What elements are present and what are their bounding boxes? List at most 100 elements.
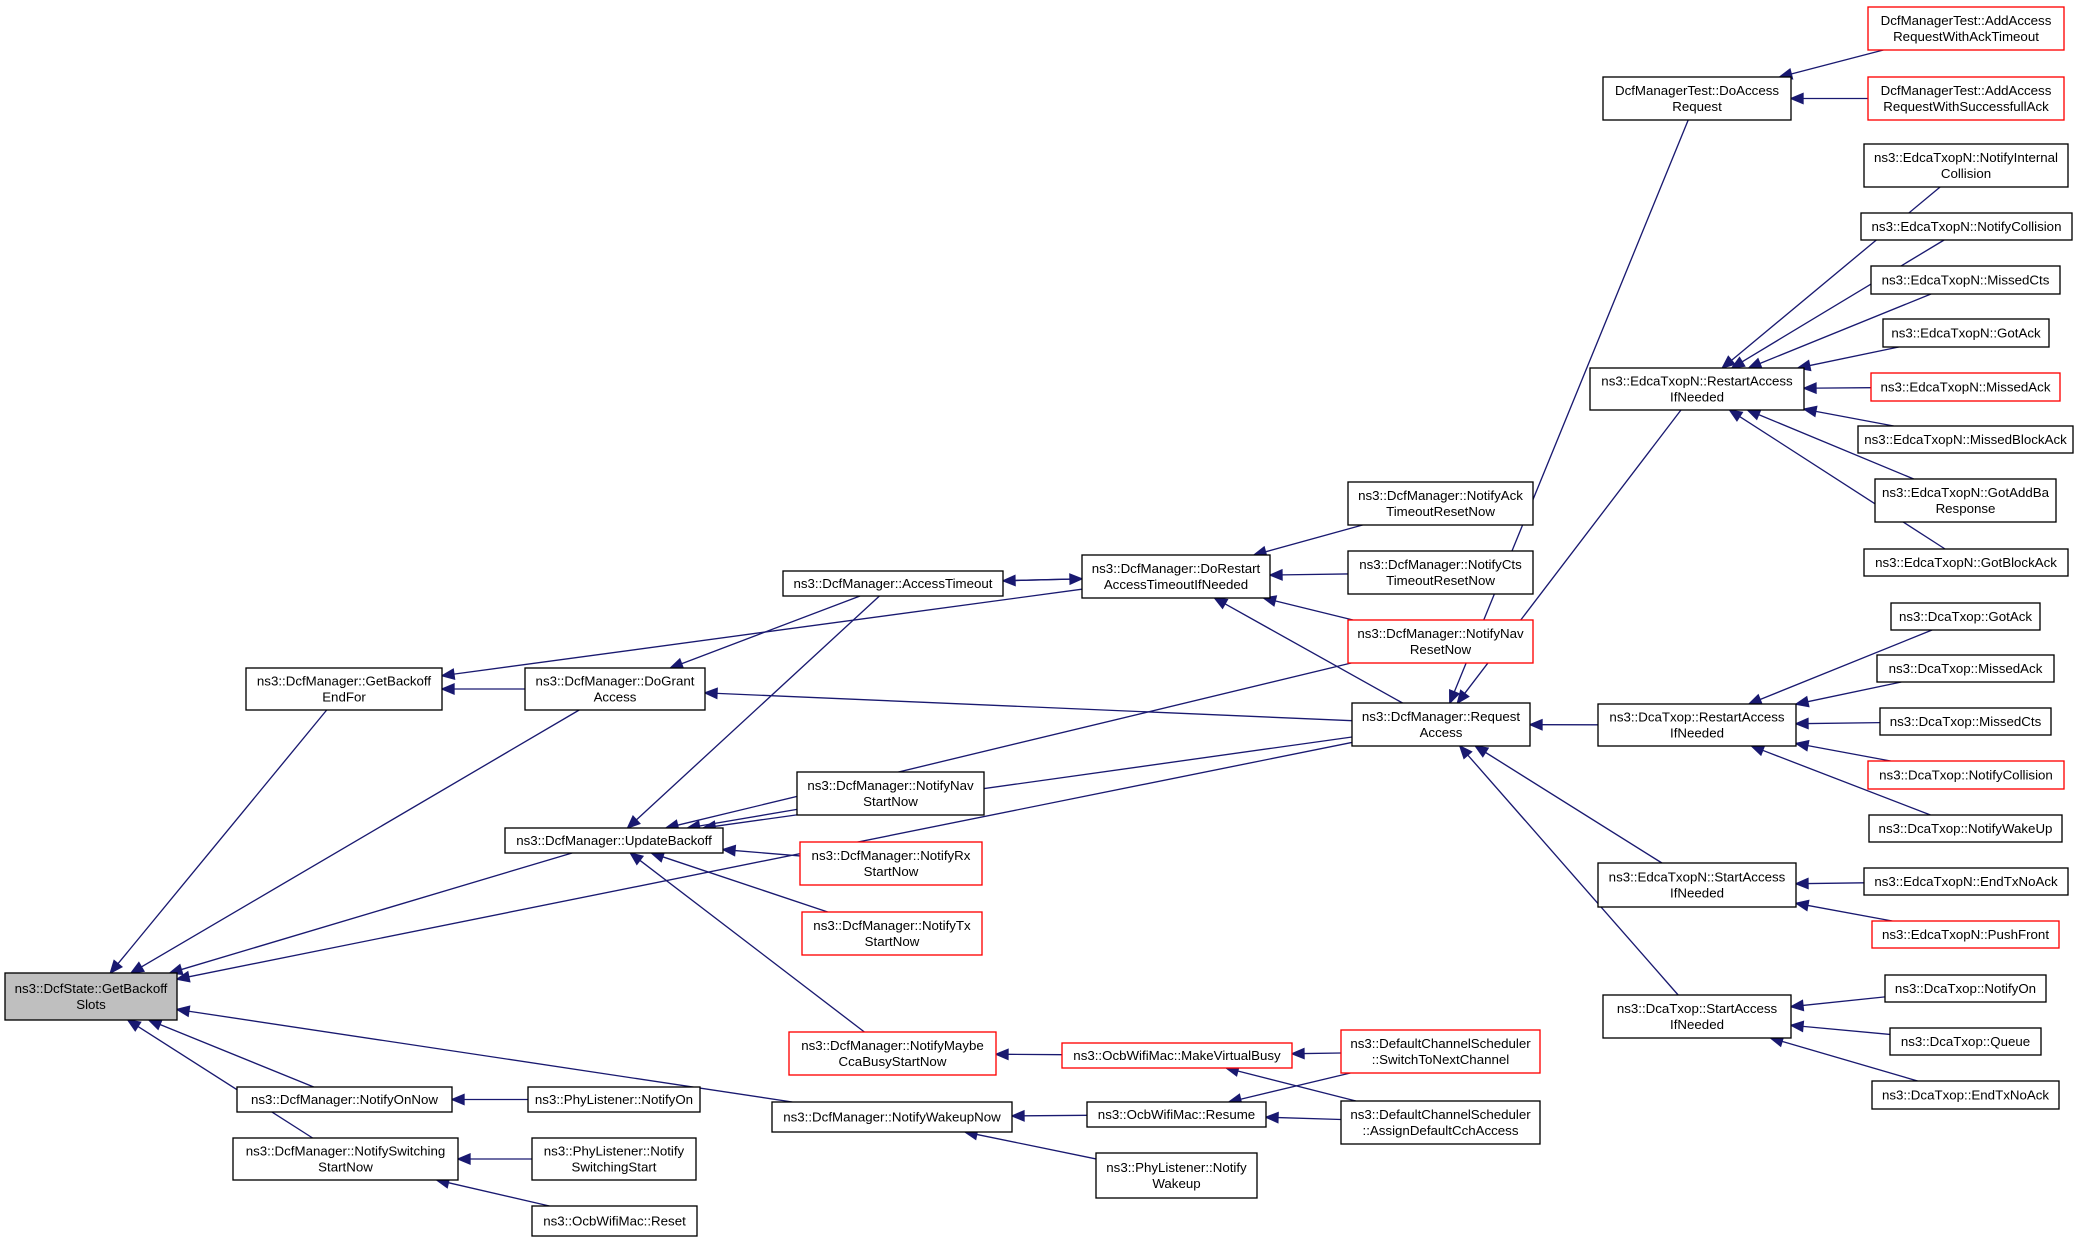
node-edca-missed-block-ack[interactable]: ns3::EdcaTxopN::MissedBlockAck [1857, 425, 2074, 454]
node-test-add-ack-timeout[interactable]: DcfManagerTest::AddAccessRequestWithAckT… [1867, 6, 2065, 51]
node-update-backoff[interactable]: ns3::DcfManager::UpdateBackoff [504, 827, 724, 854]
node-box[interactable] [1871, 1080, 2060, 1110]
node-box[interactable] [1340, 1100, 1541, 1145]
node-box[interactable] [527, 1086, 701, 1113]
node-box[interactable] [1597, 862, 1797, 908]
node-edca-missed-ack[interactable]: ns3::EdcaTxopN::MissedAck [1870, 372, 2061, 402]
node-edca-push-front[interactable]: ns3::EdcaTxopN::PushFront [1871, 920, 2060, 949]
node-notify-ack-timeout-reset[interactable]: ns3::DcfManager::NotifyAckTimeoutResetNo… [1347, 481, 1534, 526]
node-dca-end-tx-no-ack[interactable]: ns3::DcaTxop::EndTxNoAck [1871, 1080, 2060, 1110]
node-access-timeout[interactable]: ns3::DcfManager::AccessTimeout [782, 570, 1004, 597]
node-box[interactable] [788, 1031, 997, 1076]
node-ocb-reset[interactable]: ns3::OcbWifiMac::Reset [531, 1205, 698, 1237]
node-box[interactable] [1081, 554, 1271, 599]
node-box[interactable] [531, 1137, 697, 1181]
node-dca-queue[interactable]: ns3::DcaTxop::Queue [1889, 1027, 2042, 1056]
node-box[interactable] [524, 667, 706, 711]
node-box[interactable] [236, 1086, 453, 1113]
node-dca-missed-cts[interactable]: ns3::DcaTxop::MissedCts [1879, 707, 2052, 736]
node-box[interactable] [1882, 318, 2050, 348]
node-box[interactable] [1863, 143, 2069, 188]
node-switch-to-next-channel[interactable]: ns3::DefaultChannelScheduler::SwitchToNe… [1340, 1029, 1541, 1074]
node-box[interactable] [1086, 1101, 1267, 1128]
node-notify-maybe-cca-busy[interactable]: ns3::DcfManager::NotifyMaybeCcaBusyStart… [788, 1031, 997, 1076]
node-dca-missed-ack[interactable]: ns3::DcaTxop::MissedAck [1876, 654, 2055, 683]
node-dca-notify-wake-up[interactable]: ns3::DcaTxop::NotifyWakeUp [1868, 814, 2063, 843]
node-box[interactable] [1867, 760, 2065, 790]
node-box[interactable] [1879, 707, 2052, 736]
node-box[interactable] [1867, 76, 2065, 121]
node-edca-end-tx-no-ack[interactable]: ns3::EdcaTxopN::EndTxNoAck [1863, 867, 2069, 896]
node-notify-wakeup-now[interactable]: ns3::DcfManager::NotifyWakeupNow [771, 1101, 1013, 1133]
node-box[interactable] [531, 1205, 698, 1237]
node-box[interactable] [1868, 814, 2063, 843]
node-box[interactable] [1857, 425, 2074, 454]
node-notify-cts-timeout-reset[interactable]: ns3::DcfManager::NotifyCtsTimeoutResetNo… [1347, 550, 1534, 595]
node-box[interactable] [1347, 550, 1534, 595]
node-test-add-successfull-ack[interactable]: DcfManagerTest::AddAccessRequestWithSucc… [1867, 76, 2065, 121]
node-box[interactable] [1340, 1029, 1541, 1074]
node-notify-on-now[interactable]: ns3::DcfManager::NotifyOnNow [236, 1086, 453, 1113]
node-phy-notify-on[interactable]: ns3::PhyListener::NotifyOn [527, 1086, 701, 1113]
node-box[interactable] [1884, 974, 2047, 1003]
node-box[interactable] [1597, 703, 1797, 747]
node-box[interactable] [1602, 994, 1792, 1039]
node-dca-notify-collision[interactable]: ns3::DcaTxop::NotifyCollision [1867, 760, 2065, 790]
node-box[interactable] [1889, 1027, 2042, 1056]
node-phy-notify-wakeup[interactable]: ns3::PhyListener::NotifyWakeup [1095, 1152, 1258, 1199]
node-box[interactable] [232, 1137, 459, 1181]
node-box[interactable] [1863, 867, 2069, 896]
node-edca-got-ack[interactable]: ns3::EdcaTxopN::GotAck [1882, 318, 2050, 348]
node-box[interactable] [1870, 265, 2061, 295]
node-box[interactable] [1347, 619, 1534, 664]
node-box[interactable] [1860, 212, 2073, 241]
node-box[interactable] [1095, 1152, 1258, 1199]
node-dca-notify-on[interactable]: ns3::DcaTxop::NotifyOn [1884, 974, 2047, 1003]
node-ocb-resume[interactable]: ns3::OcbWifiMac::Resume [1086, 1101, 1267, 1128]
node-box[interactable] [245, 667, 443, 711]
node-box[interactable] [4, 972, 178, 1021]
node-box[interactable] [1061, 1042, 1293, 1069]
node-box[interactable] [1589, 367, 1805, 411]
node-edca-missed-cts[interactable]: ns3::EdcaTxopN::MissedCts [1870, 265, 2061, 295]
node-box[interactable] [801, 911, 983, 956]
node-box[interactable] [1867, 6, 2065, 51]
node-box[interactable] [1870, 372, 2061, 402]
node-box[interactable] [796, 771, 985, 816]
node-box[interactable] [1890, 602, 2041, 631]
node-box[interactable] [1351, 702, 1531, 747]
node-do-restart-access-timeout[interactable]: ns3::DcfManager::DoRestartAccessTimeoutI… [1081, 554, 1271, 599]
node-box[interactable] [1863, 548, 2069, 577]
node-edca-notify-collision[interactable]: ns3::EdcaTxopN::NotifyCollision [1860, 212, 2073, 241]
node-box[interactable] [1347, 481, 1534, 526]
node-box[interactable] [782, 570, 1004, 597]
node-box[interactable] [799, 841, 983, 886]
node-dca-got-ack[interactable]: ns3::DcaTxop::GotAck [1890, 602, 2041, 631]
node-ocb-make-virtual-busy[interactable]: ns3::OcbWifiMac::MakeVirtualBusy [1061, 1042, 1293, 1069]
node-box[interactable] [771, 1101, 1013, 1133]
node-box[interactable] [1871, 920, 2060, 949]
node-edca-got-block-ack[interactable]: ns3::EdcaTxopN::GotBlockAck [1863, 548, 2069, 577]
node-box[interactable] [504, 827, 724, 854]
node-assign-default-cch[interactable]: ns3::DefaultChannelScheduler::AssignDefa… [1340, 1100, 1541, 1145]
node-box[interactable] [1602, 76, 1792, 121]
node-box[interactable] [1874, 478, 2057, 523]
node-box[interactable] [1876, 654, 2055, 683]
